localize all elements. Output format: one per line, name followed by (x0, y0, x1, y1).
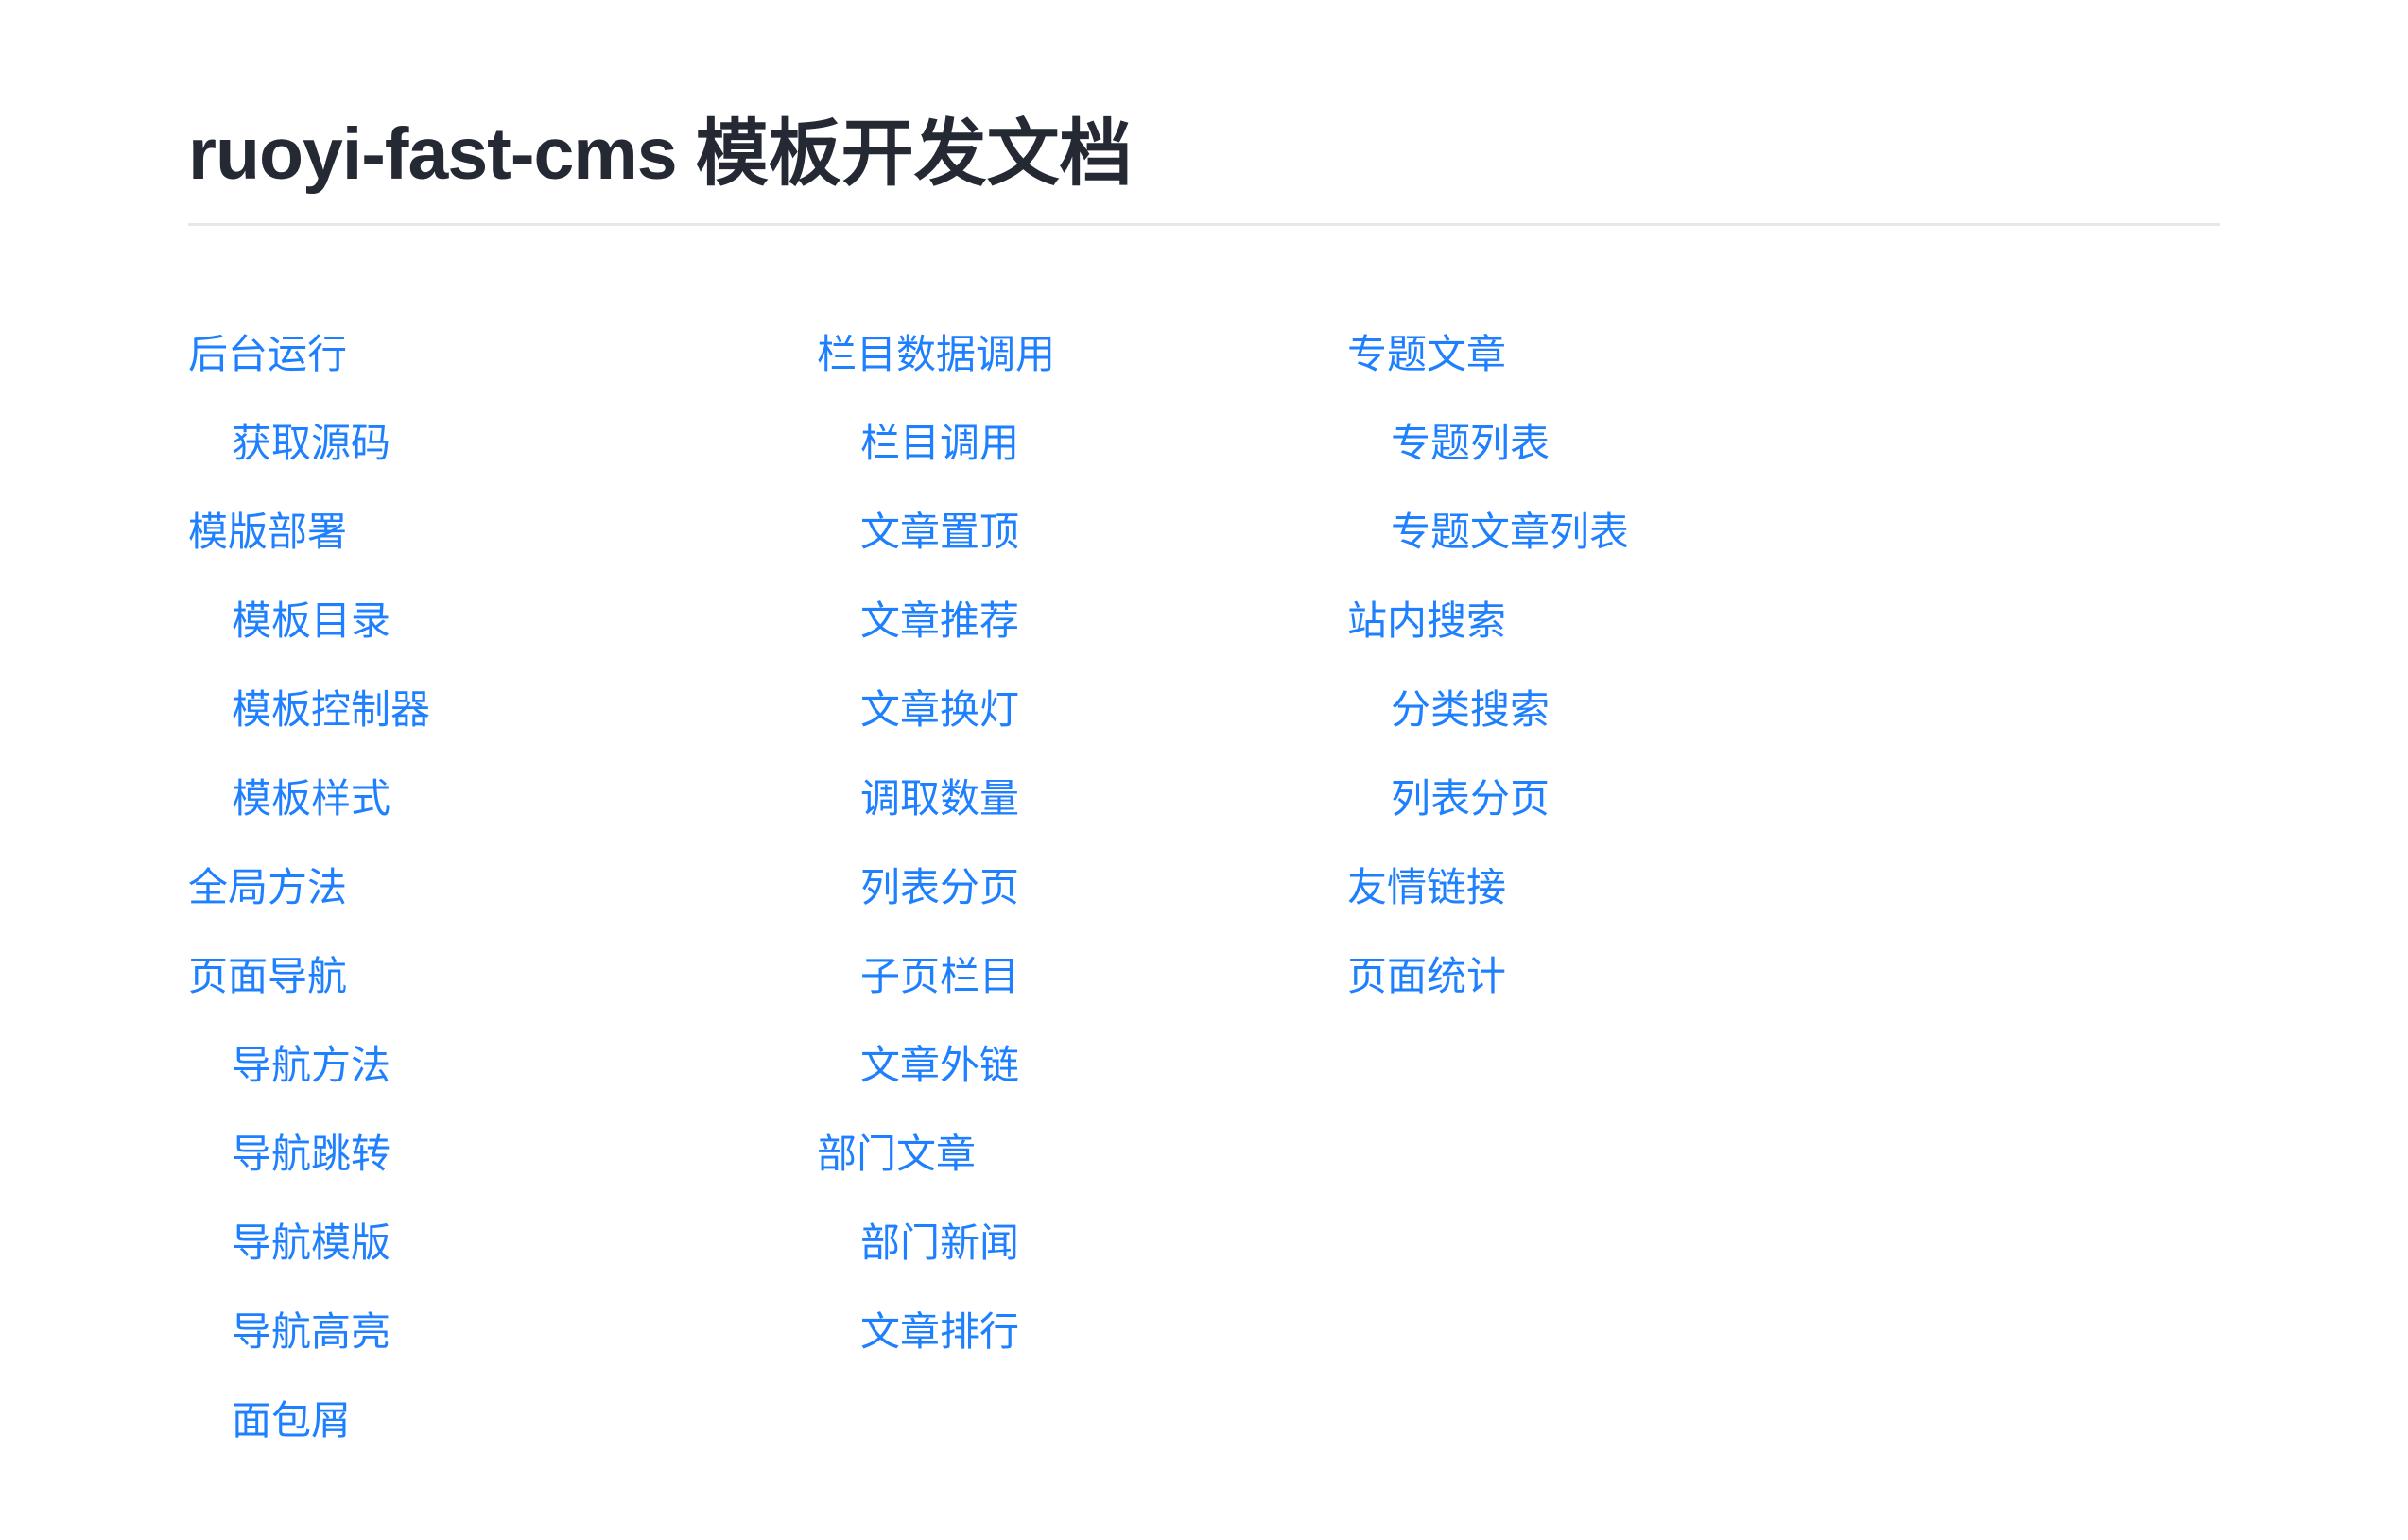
toc-item: 模板样式 (188, 769, 817, 829)
toc-item: 文章换灯 (817, 680, 1347, 740)
toc-item: 列表分页 (817, 857, 1347, 918)
toc-item: 页面导航 (188, 946, 817, 1007)
toc-link-col1-item1[interactable]: 后台运行 (188, 332, 348, 376)
toc-link-col1-item9[interactable]: 导航方法 (232, 1043, 391, 1087)
toc-link-col3-item3[interactable]: 专题文章列表 (1391, 510, 1630, 554)
table-of-contents: 后台运行获取源码模版部署模板目录模板控制器模板样式全局方法页面导航导航方法导航跳… (188, 324, 2220, 1479)
toc-link-col1-item6[interactable]: 模板样式 (232, 776, 391, 821)
toc-item: 栏目调用 (817, 413, 1347, 474)
page-title-project-name: ruoyi-fast-cms (188, 113, 678, 195)
toc-item: 专题列表 (1347, 413, 1629, 474)
toc-link-col1-item8[interactable]: 页面导航 (188, 954, 348, 998)
toc-item: 后台运行 (188, 324, 817, 385)
toc-item: 全局方法 (188, 857, 817, 918)
toc-link-col3-item6[interactable]: 列表分页 (1391, 776, 1550, 821)
toc-item: 部门文章 (817, 1124, 1347, 1185)
toc-item: 模板目录 (188, 591, 817, 651)
toc-link-col3-item8[interactable]: 页面统计 (1347, 954, 1507, 998)
toc-link-col3-item5[interactable]: 分类搜索 (1391, 687, 1550, 732)
toc-link-col3-item1[interactable]: 专题文章 (1347, 332, 1507, 376)
toc-link-col3-item4[interactable]: 站内搜索 (1347, 598, 1507, 643)
toc-item: 文章排行 (817, 1302, 1347, 1362)
toc-column-3: 专题文章专题列表专题文章列表站内搜索分类搜索列表分页友情链接页面统计 (1347, 324, 1629, 1035)
toc-link-col2-item8[interactable]: 子页栏目 (860, 954, 1020, 998)
toc-link-col2-item7[interactable]: 列表分页 (860, 865, 1020, 909)
toc-link-col2-item9[interactable]: 文章外链 (860, 1043, 1020, 1087)
toc-item: 面包屑 (188, 1391, 817, 1451)
toc-link-col2-item10[interactable]: 部门文章 (817, 1132, 977, 1176)
toc-link-col1-item4[interactable]: 模板目录 (232, 598, 391, 643)
toc-link-col2-item3[interactable]: 文章置顶 (860, 510, 1020, 554)
toc-link-col3-item2[interactable]: 专题列表 (1391, 421, 1550, 465)
toc-item: 模版部署 (188, 502, 817, 562)
toc-item: 站内搜索 (1347, 591, 1629, 651)
title-divider (188, 223, 2220, 226)
toc-item: 部门新闻 (817, 1213, 1347, 1273)
toc-item: 页面统计 (1347, 946, 1629, 1007)
toc-link-col2-item2[interactable]: 栏目调用 (860, 421, 1020, 465)
toc-link-col1-item3[interactable]: 模版部署 (188, 510, 348, 554)
toc-item: 导航高亮 (188, 1302, 817, 1362)
toc-item: 文章置顶 (817, 502, 1347, 562)
toc-item: 专题文章 (1347, 324, 1629, 385)
toc-link-col1-item10[interactable]: 导航跳转 (232, 1132, 391, 1176)
toc-item: 专题文章列表 (1347, 502, 1629, 562)
toc-item: 文章外链 (817, 1035, 1347, 1096)
toc-item: 模板控制器 (188, 680, 817, 740)
toc-column-2: 栏目数据调用栏目调用文章置顶文章推荐文章换灯调取数量列表分页子页栏目文章外链部门… (817, 324, 1347, 1391)
toc-link-col1-item5[interactable]: 模板控制器 (232, 687, 431, 732)
toc-link-col2-item12[interactable]: 文章排行 (860, 1309, 1020, 1354)
toc-item: 导航模版 (188, 1213, 817, 1273)
toc-link-col2-item5[interactable]: 文章换灯 (860, 687, 1020, 732)
toc-item: 列表分页 (1347, 769, 1629, 829)
toc-link-col2-item11[interactable]: 部门新闻 (860, 1220, 1020, 1265)
toc-link-col1-item11[interactable]: 导航模版 (232, 1220, 391, 1265)
page-title-subtitle: 模板开发文档 (695, 113, 1133, 195)
toc-item: 调取数量 (817, 769, 1347, 829)
toc-link-col1-item13[interactable]: 面包屑 (232, 1398, 352, 1443)
toc-item: 导航跳转 (188, 1124, 817, 1185)
toc-item: 分类搜索 (1347, 680, 1629, 740)
toc-link-col2-item4[interactable]: 文章推荐 (860, 598, 1020, 643)
toc-link-col1-item7[interactable]: 全局方法 (188, 865, 348, 909)
toc-link-col2-item6[interactable]: 调取数量 (860, 776, 1020, 821)
toc-item: 栏目数据调用 (817, 324, 1347, 385)
toc-item: 导航方法 (188, 1035, 817, 1096)
toc-column-1: 后台运行获取源码模版部署模板目录模板控制器模板样式全局方法页面导航导航方法导航跳… (188, 324, 817, 1479)
toc-item: 文章推荐 (817, 591, 1347, 651)
toc-link-col3-item7[interactable]: 友情链接 (1347, 865, 1507, 909)
toc-link-col1-item2[interactable]: 获取源码 (232, 421, 391, 465)
toc-link-col2-item1[interactable]: 栏目数据调用 (817, 332, 1056, 376)
toc-item: 友情链接 (1347, 857, 1629, 918)
toc-item: 子页栏目 (817, 946, 1347, 1007)
toc-item: 获取源码 (188, 413, 817, 474)
toc-link-col1-item12[interactable]: 导航高亮 (232, 1309, 391, 1354)
